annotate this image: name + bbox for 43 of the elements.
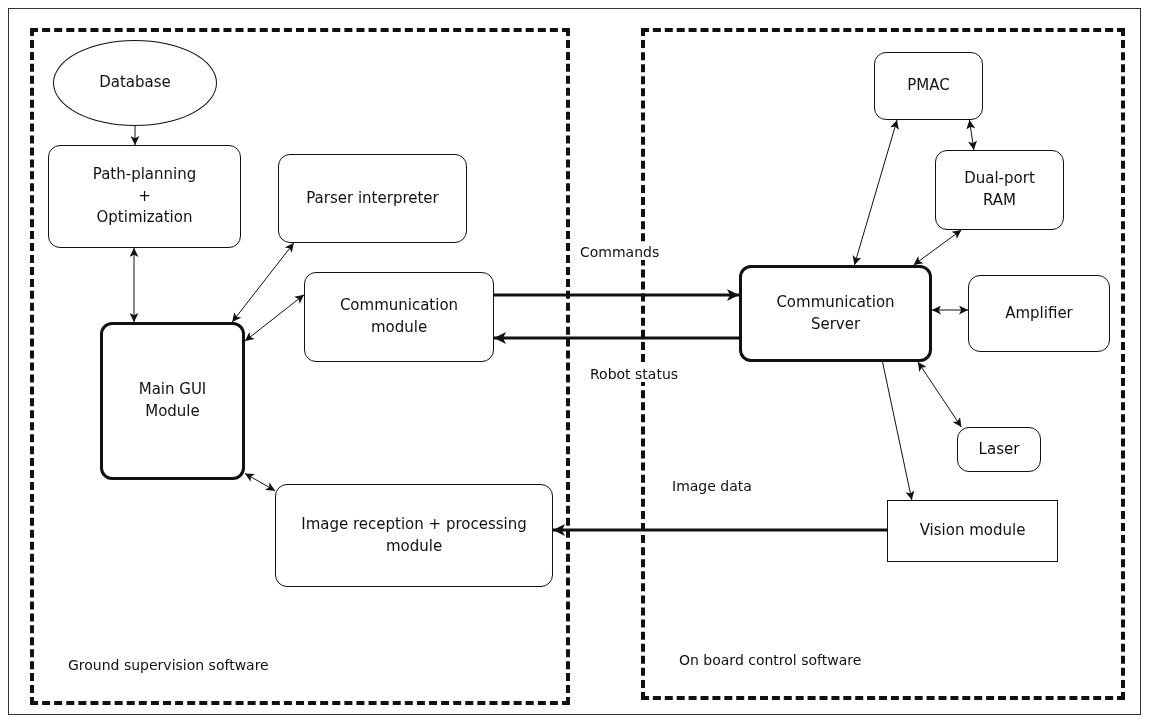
group-label: On board control software — [679, 652, 862, 668]
arrow — [130, 125, 140, 146]
module-box — [48, 145, 241, 248]
edge-label: Image data — [670, 478, 754, 494]
module-box — [304, 272, 494, 362]
module-box — [278, 154, 467, 243]
box-label: Dual-port RAM — [963, 168, 1036, 211]
module-box — [887, 500, 1058, 562]
box-label: Path-planning + Optimization — [91, 163, 198, 229]
box-label: PMAC — [906, 75, 951, 97]
arrow — [244, 472, 276, 492]
module-box — [739, 265, 932, 362]
arrow — [931, 305, 969, 315]
arrow — [966, 119, 977, 151]
box-label: Vision module — [918, 520, 1027, 542]
box-label: Laser — [977, 438, 1021, 460]
box-label: Parser interpreter — [305, 187, 440, 209]
box-label: Communication Server — [775, 291, 896, 335]
edge-label: Robot status — [588, 366, 681, 382]
module-box — [874, 52, 983, 120]
edge-label: Commands — [578, 244, 662, 260]
box-label: Main GUI Module — [137, 379, 208, 422]
module-box — [957, 427, 1041, 472]
module-box — [935, 150, 1064, 230]
box-label: Amplifier — [1004, 302, 1074, 324]
box-label: Communication module — [338, 295, 460, 338]
module-box — [100, 322, 245, 480]
dashed-group-box — [30, 28, 570, 705]
arrow — [494, 289, 739, 301]
arrow — [852, 119, 899, 266]
module-box — [968, 275, 1110, 352]
arrow — [244, 294, 305, 342]
arrow — [494, 332, 739, 344]
group-label: Ground supervision software — [68, 657, 269, 673]
arrow — [553, 524, 887, 536]
arrow — [129, 247, 139, 323]
arrow — [231, 242, 295, 323]
arrow — [917, 361, 962, 428]
module-box — [275, 484, 553, 587]
arrow — [882, 361, 915, 501]
box-label: Database — [98, 72, 172, 94]
box-label: Image reception + processing module — [300, 513, 528, 557]
arrow — [913, 229, 962, 266]
